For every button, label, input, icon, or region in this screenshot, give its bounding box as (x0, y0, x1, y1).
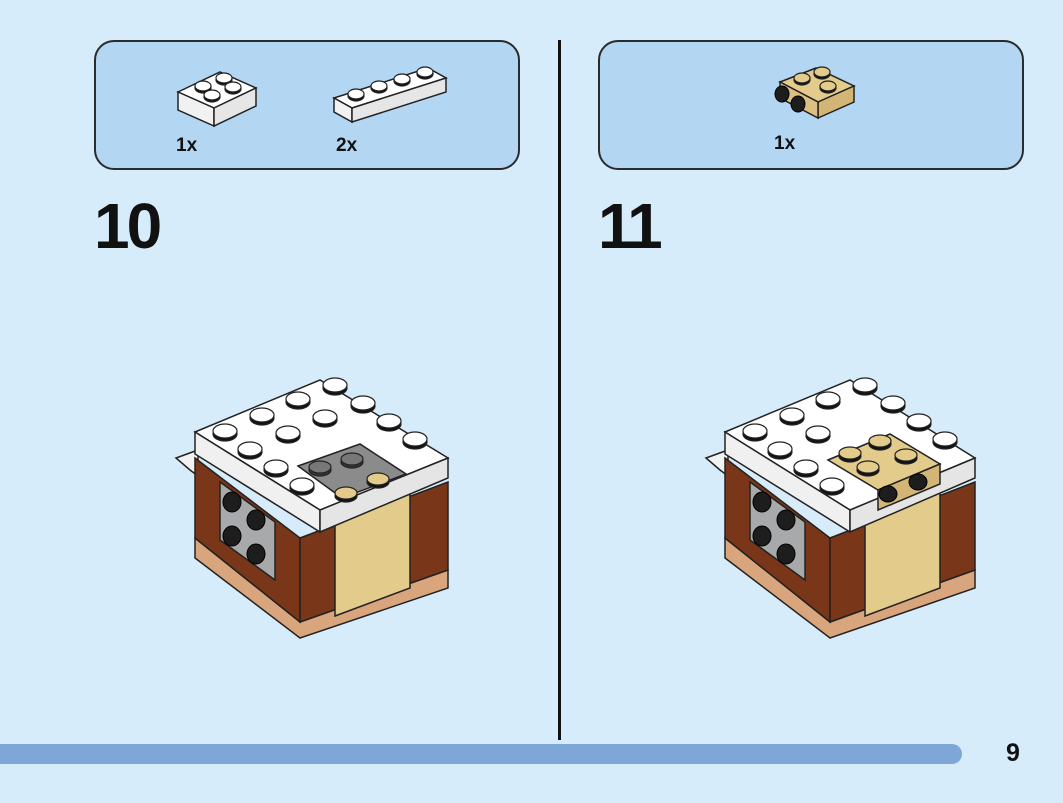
model-step-11-icon (704, 377, 977, 639)
parts-box-step-10: 1x 2x (94, 40, 520, 170)
tan-bracket-plate-icon (774, 66, 856, 120)
part-quantity: 1x (176, 135, 198, 156)
step-number: 10 (94, 190, 162, 262)
model-step-10-icon (174, 377, 450, 639)
step-number: 11 (598, 190, 663, 262)
step-divider (558, 40, 561, 740)
progress-bar (0, 744, 962, 764)
page-number: 9 (1006, 739, 1020, 767)
white-1x4-plate-icon (332, 66, 448, 124)
white-2x2-plate-icon (176, 71, 258, 128)
parts-box-step-11: 1x (598, 40, 1024, 170)
part-quantity: 2x (336, 135, 358, 156)
part-quantity: 1x (774, 133, 796, 154)
